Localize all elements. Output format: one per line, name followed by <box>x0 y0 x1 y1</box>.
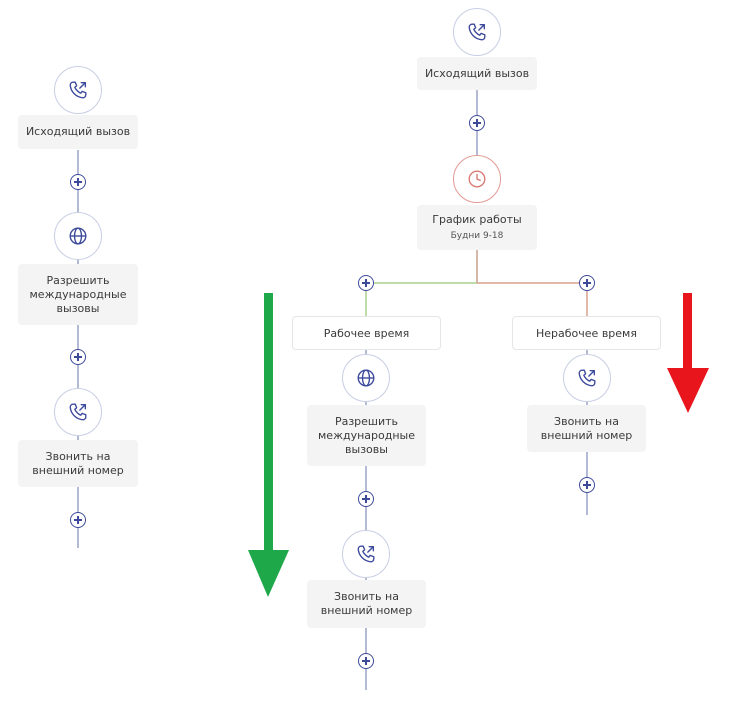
red-down-arrow <box>667 293 709 413</box>
node-label: Разрешить международные вызовы <box>318 414 415 456</box>
node-label: Разрешить международные вызовы <box>29 273 127 315</box>
globe-icon[interactable] <box>54 212 102 260</box>
node-label: Исходящий вызов <box>25 125 131 138</box>
add-step-button[interactable] <box>469 115 485 131</box>
add-step-button[interactable] <box>70 349 86 365</box>
phone-outgoing-icon[interactable] <box>54 66 102 114</box>
add-step-button[interactable] <box>70 512 86 528</box>
node-label: Звонить на внешний номер <box>540 414 633 442</box>
node-call-external[interactable]: Звонить на внешний номер <box>307 580 426 628</box>
add-step-button[interactable] <box>358 653 374 669</box>
add-step-button[interactable] <box>358 491 374 507</box>
branch-label: Нерабочее время <box>536 326 637 340</box>
node-label: Исходящий вызов <box>424 66 530 80</box>
add-step-button[interactable] <box>70 174 86 190</box>
add-branch-button[interactable] <box>358 275 374 291</box>
node-label: Звонить на внешний номер <box>320 590 413 617</box>
node-allow-international[interactable]: Разрешить международные вызовы <box>18 264 138 325</box>
node-allow-international[interactable]: Разрешить международные вызовы <box>307 405 426 466</box>
node-call-external[interactable]: Звонить на внешний номер <box>18 440 138 487</box>
branch-label: Рабочее время <box>323 326 410 340</box>
add-step-button[interactable] <box>579 477 595 493</box>
phone-outgoing-icon[interactable] <box>54 388 102 436</box>
green-down-arrow <box>248 293 289 597</box>
node-label: График работы <box>432 212 522 226</box>
node-label: Звонить на внешний номер <box>32 449 124 477</box>
node-call-external[interactable]: Звонить на внешний номер <box>527 405 646 452</box>
phone-outgoing-icon[interactable] <box>342 530 390 578</box>
node-outgoing-call[interactable]: Исходящий вызов <box>18 115 138 149</box>
globe-icon[interactable] <box>342 354 390 402</box>
branch-work-hours[interactable]: Рабочее время <box>292 316 441 350</box>
node-schedule[interactable]: График работы Будни 9-18 <box>417 205 537 250</box>
node-sublabel: Будни 9-18 <box>450 230 504 241</box>
clock-icon[interactable] <box>453 155 501 203</box>
phone-outgoing-icon[interactable] <box>563 354 611 402</box>
branch-off-hours[interactable]: Нерабочее время <box>512 316 661 350</box>
node-outgoing-call[interactable]: Исходящий вызов <box>417 57 537 90</box>
add-branch-button[interactable] <box>579 275 595 291</box>
phone-outgoing-icon[interactable] <box>453 8 501 56</box>
